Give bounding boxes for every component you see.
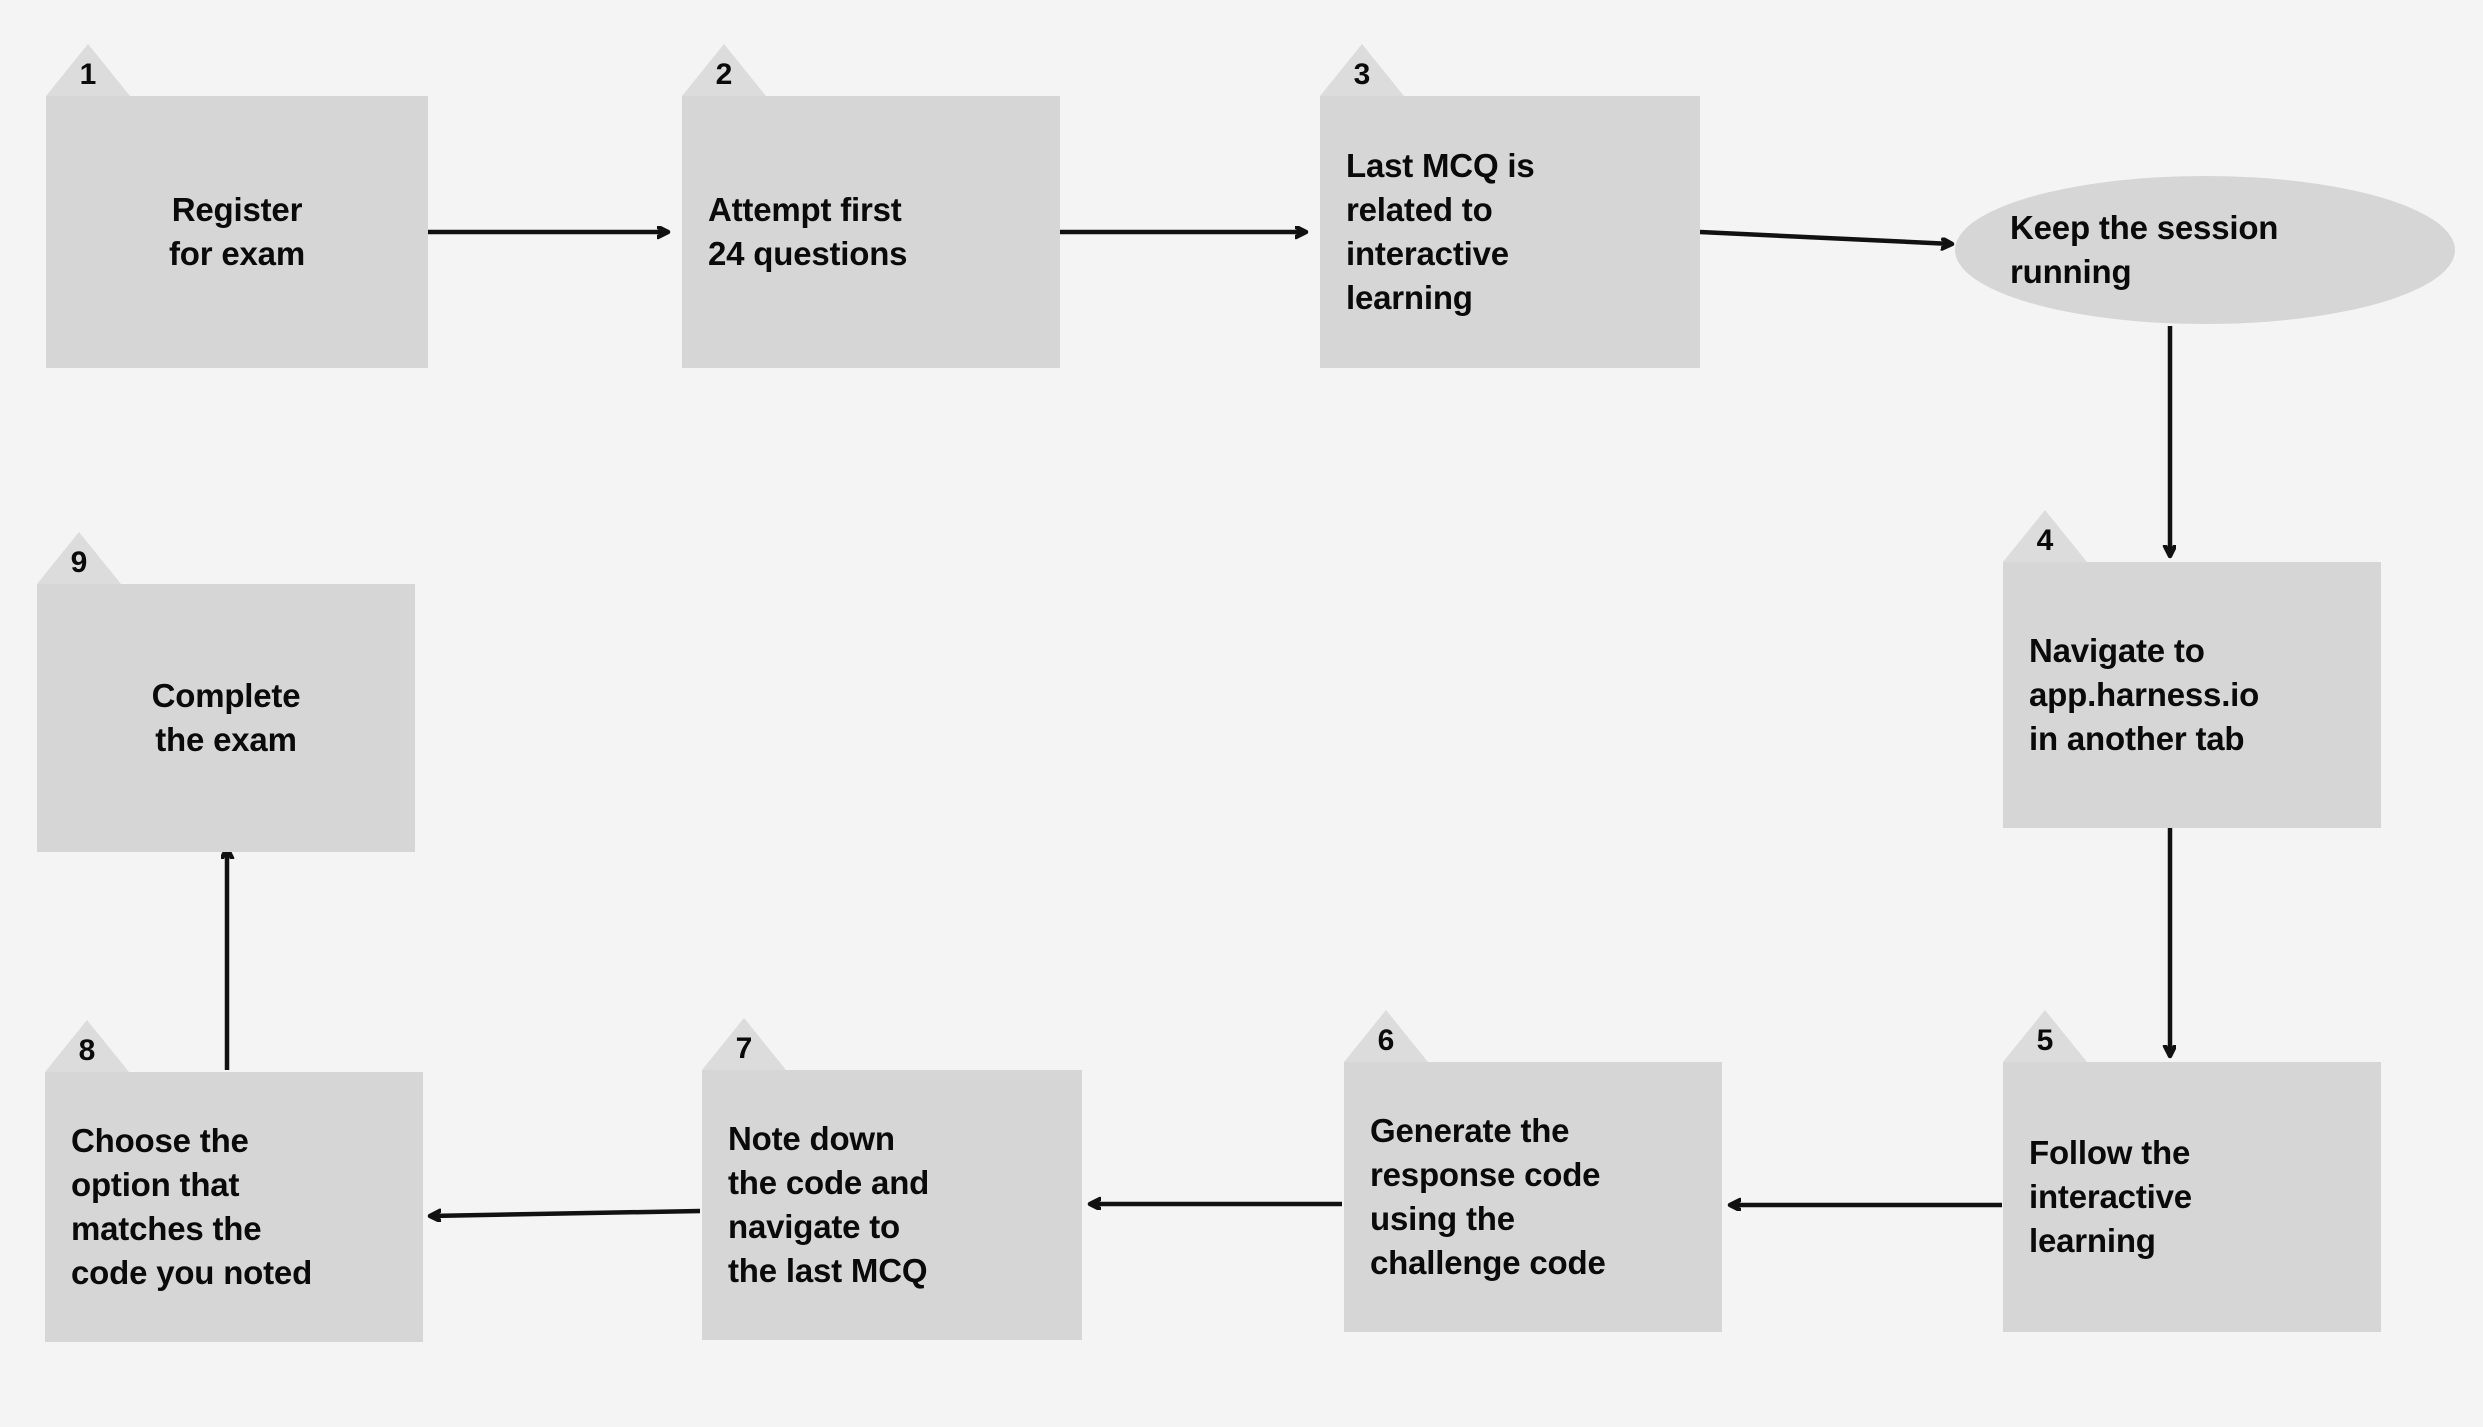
node-label: Follow the interactive learning	[2029, 1134, 2192, 1259]
step-number: 3	[1353, 58, 1371, 91]
step-badge-9: 9	[37, 532, 121, 584]
step-number: 6	[1377, 1024, 1395, 1057]
triangle-icon	[2003, 1010, 2087, 1062]
triangle-icon	[2003, 510, 2087, 562]
node-label: Attempt first 24 questions	[708, 191, 908, 272]
node-navigate-to-app-harness-io[interactable]: Navigate to app.harness.io in another ta…	[2003, 562, 2381, 828]
triangle-icon	[45, 1020, 129, 1072]
node-label: Complete the exam	[151, 677, 301, 758]
step-badge-5: 5	[2003, 1010, 2087, 1062]
node-attempt-first-24-questions[interactable]: Attempt first 24 questions	[682, 96, 1060, 368]
node-generate-the-response-code[interactable]: Generate the response code using the cha…	[1344, 1062, 1722, 1332]
triangle-icon	[682, 44, 766, 96]
node-label: Choose the option that matches the code …	[71, 1122, 313, 1291]
step-badge-4: 4	[2003, 510, 2087, 562]
step-number: 1	[79, 58, 97, 91]
node-label: Register for exam	[169, 191, 305, 272]
triangle-icon	[1320, 44, 1404, 96]
node-follow-the-interactive-learning[interactable]: Follow the interactive learning	[2003, 1062, 2381, 1332]
edge-3-to-keep-session	[1699, 229, 1952, 244]
node-label: Navigate to app.harness.io in another ta…	[2029, 632, 2260, 757]
triangle-icon	[46, 44, 130, 96]
triangle-icon	[702, 1018, 786, 1070]
step-badge-7: 7	[702, 1018, 786, 1070]
step-number: 9	[70, 546, 88, 579]
step-number: 2	[715, 58, 733, 91]
node-label: Last MCQ is related to interactive learn…	[1346, 147, 1535, 316]
step-number: 4	[2036, 524, 2054, 557]
node-register-for-exam[interactable]: Register for exam	[46, 96, 428, 368]
node-keep-the-session-running[interactable]: Keep the session running	[1955, 176, 2455, 324]
node-label: Generate the response code using the cha…	[1370, 1112, 1606, 1281]
node-label: Keep the session running	[2010, 209, 2279, 290]
step-badge-2: 2	[682, 44, 766, 96]
node-last-mcq-interactive-learning[interactable]: Last MCQ is related to interactive learn…	[1320, 96, 1700, 368]
step-badge-6: 6	[1344, 1010, 1428, 1062]
triangle-icon	[1344, 1010, 1428, 1062]
node-complete-the-exam[interactable]: Complete the exam	[37, 584, 415, 852]
step-number: 8	[78, 1034, 96, 1067]
step-number: 7	[735, 1032, 753, 1065]
node-label: Note down the code and navigate to the l…	[728, 1120, 930, 1289]
step-badge-3: 3	[1320, 44, 1404, 96]
step-badge-1: 1	[46, 44, 130, 96]
node-note-down-the-code[interactable]: Note down the code and navigate to the l…	[702, 1070, 1082, 1340]
step-badge-8: 8	[45, 1020, 129, 1072]
step-number: 5	[2036, 1024, 2054, 1057]
node-choose-the-matching-option[interactable]: Choose the option that matches the code …	[45, 1072, 423, 1342]
edge-7-to-8	[430, 1211, 701, 1216]
triangle-icon	[37, 532, 121, 584]
